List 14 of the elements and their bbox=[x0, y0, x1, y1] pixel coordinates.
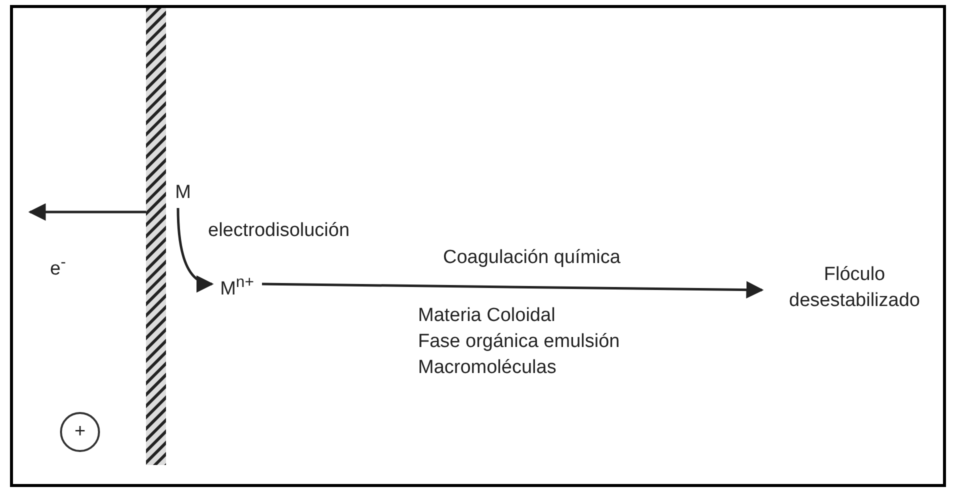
arrow bbox=[28, 203, 146, 221]
note-text: Fase orgánica emulsión bbox=[418, 330, 620, 354]
charge-label: e$^{-}$ bbox=[50, 253, 66, 282]
note-text: Macromoléculas bbox=[418, 356, 556, 380]
edge-label: electrodisolución bbox=[208, 219, 350, 243]
arrow bbox=[262, 281, 764, 299]
note-text: Materia Coloidal bbox=[418, 304, 556, 328]
arrow bbox=[176, 208, 214, 292]
edge-label: Coagulación química bbox=[443, 246, 620, 270]
metal-symbol: M bbox=[168, 180, 198, 208]
ion-symbol: M$^{n+}$ bbox=[212, 270, 262, 298]
floc-label: Flóculo desestabilizado bbox=[762, 262, 947, 318]
electrode-bar bbox=[146, 8, 166, 465]
plus-circle: + bbox=[60, 412, 100, 452]
